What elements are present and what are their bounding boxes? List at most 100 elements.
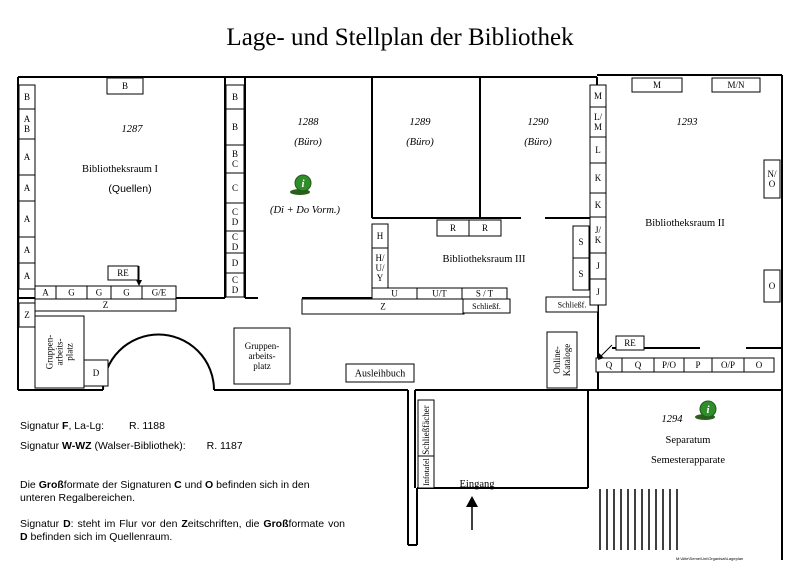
svg-text:J/K: J/K: [595, 225, 602, 245]
room-1287-number: 1287: [122, 124, 144, 135]
shelf-bottom-row: G: [55, 285, 88, 300]
shelf-z-vertical: Z: [18, 302, 36, 328]
shelf-mid-col: B: [225, 84, 245, 110]
shelf-z-left: Z: [34, 298, 177, 312]
shelf-no: N/O: [763, 159, 781, 199]
svg-text:Schließf.: Schließf.: [558, 300, 587, 309]
svg-text:D: D: [93, 368, 100, 378]
door-arc: [102, 333, 215, 391]
room-1288-hours: (Di + Do Vorm.): [270, 205, 341, 216]
svg-text:Infotafel: Infotafel: [422, 457, 431, 485]
room-1287-sub: (Quellen): [108, 183, 151, 195]
shelf-left: A: [18, 174, 36, 202]
legend-paragraph-1: Die Großformate der Signaturen C und O b…: [20, 479, 310, 504]
svg-text:A: A: [24, 271, 31, 281]
shelf-mlk-col: L: [589, 136, 607, 164]
svg-text:K: K: [595, 173, 602, 183]
shelf-bottom-row: G: [86, 285, 112, 300]
svg-text:RE: RE: [624, 338, 636, 348]
svg-text:CD: CD: [232, 207, 239, 227]
group-work-area-mid: Gruppen-arbeits-platz: [233, 327, 291, 385]
room-1289-number: 1289: [410, 117, 432, 128]
svg-text:B: B: [232, 92, 238, 102]
shelf-bottom-row: G: [110, 285, 143, 300]
locker-sign: Schließf.: [545, 296, 599, 313]
svg-text:Z: Z: [380, 302, 386, 312]
svg-text:O: O: [769, 281, 776, 291]
re-sign: RE: [107, 265, 139, 281]
svg-text:Z: Z: [103, 300, 109, 310]
room-1294-sub: Semesterapparate: [651, 455, 725, 466]
svg-text:M: M: [653, 80, 661, 90]
shelf-top-b: B: [106, 77, 144, 95]
room-1294-name: Separatum: [666, 435, 711, 446]
svg-text:A: A: [24, 245, 31, 255]
shelf-u: U: [371, 287, 418, 300]
shelf-mlk-col: L/M: [589, 106, 607, 138]
svg-text:M/N: M/N: [727, 80, 745, 90]
shelf-r: R: [436, 219, 470, 237]
svg-text:M: M: [594, 91, 602, 101]
online-catalogues: Online-Kataloge: [546, 331, 578, 389]
entrance-stairs: [599, 489, 678, 550]
svg-text:B: B: [122, 81, 128, 91]
shelf-mlk-col: K: [589, 162, 607, 194]
shelf-r: R: [468, 219, 502, 237]
svg-text:CD: CD: [232, 232, 239, 252]
shelf-left: A: [18, 236, 36, 264]
info-board: Infotafel: [417, 455, 435, 489]
svg-text:G: G: [68, 288, 75, 298]
shelf-q-row: O: [743, 357, 775, 373]
svg-text:Online-Kataloge: Online-Kataloge: [552, 344, 572, 376]
room-1294-number: 1294: [662, 414, 684, 425]
legend-paragraph-2: Signatur D: steht im Flur vor den Zeitsc…: [20, 518, 345, 543]
svg-text:O/P: O/P: [721, 360, 735, 370]
shelf-d: D: [83, 359, 109, 387]
svg-text:L: L: [595, 145, 601, 155]
room-1289-sub: (Büro): [406, 137, 434, 148]
shelf-s: S: [572, 225, 590, 259]
shelf-q-row: Q: [621, 357, 655, 373]
legend-line-2: Signatur W-WZ (Walser-Bibliothek): R. 11…: [20, 440, 243, 452]
svg-text:U: U: [391, 289, 398, 299]
shelf-q-row: O/P: [711, 357, 745, 373]
svg-text:G/E: G/E: [152, 288, 167, 298]
svg-text:A: A: [24, 214, 31, 224]
svg-text:R: R: [450, 223, 456, 233]
svg-text:Z: Z: [24, 310, 30, 320]
svg-text:N/O: N/O: [768, 169, 777, 189]
svg-text:G: G: [123, 288, 130, 298]
entrance-label: Eingang: [460, 479, 496, 490]
shelf-left: A: [18, 262, 36, 290]
shelf-mlk-col: J: [589, 252, 607, 280]
svg-text:C: C: [232, 183, 238, 193]
shelf-q-row: Q: [595, 357, 623, 373]
svg-text:Gruppen-arbeits-platz: Gruppen-arbeits-platz: [245, 341, 280, 371]
room-1288-sub: (Büro): [294, 137, 322, 148]
svg-text:Schließf.: Schließf.: [472, 302, 501, 311]
page-title: Lage- und Stellplan der Bibliothek: [226, 24, 574, 51]
room-1290-sub: (Büro): [524, 137, 552, 148]
shelf-s: S: [572, 257, 590, 291]
borrowing-book: Ausleihbuch: [345, 363, 415, 383]
shelf-mlk-col: J: [589, 278, 607, 306]
info-icon: i: [290, 174, 312, 195]
svg-text:i: i: [706, 404, 710, 416]
arrow-down-icon: [136, 266, 142, 286]
shelf-m-top: M: [631, 77, 683, 93]
arrow-down-icon: [598, 344, 613, 360]
room-1293-name: Bibliotheksraum II: [645, 218, 725, 229]
shelf-h: H: [371, 223, 389, 249]
svg-text:CD: CD: [232, 275, 239, 295]
shelf-mn-top: M/N: [711, 77, 761, 93]
svg-text:S / T: S / T: [476, 289, 494, 299]
svg-text:Gruppen-arbeits-platz: Gruppen-arbeits-platz: [45, 335, 75, 370]
shelf-z-mid: Z: [301, 298, 465, 315]
svg-text:AB: AB: [24, 114, 31, 134]
shelf-st: S / T: [461, 287, 508, 300]
re-sign: RE: [615, 335, 645, 351]
